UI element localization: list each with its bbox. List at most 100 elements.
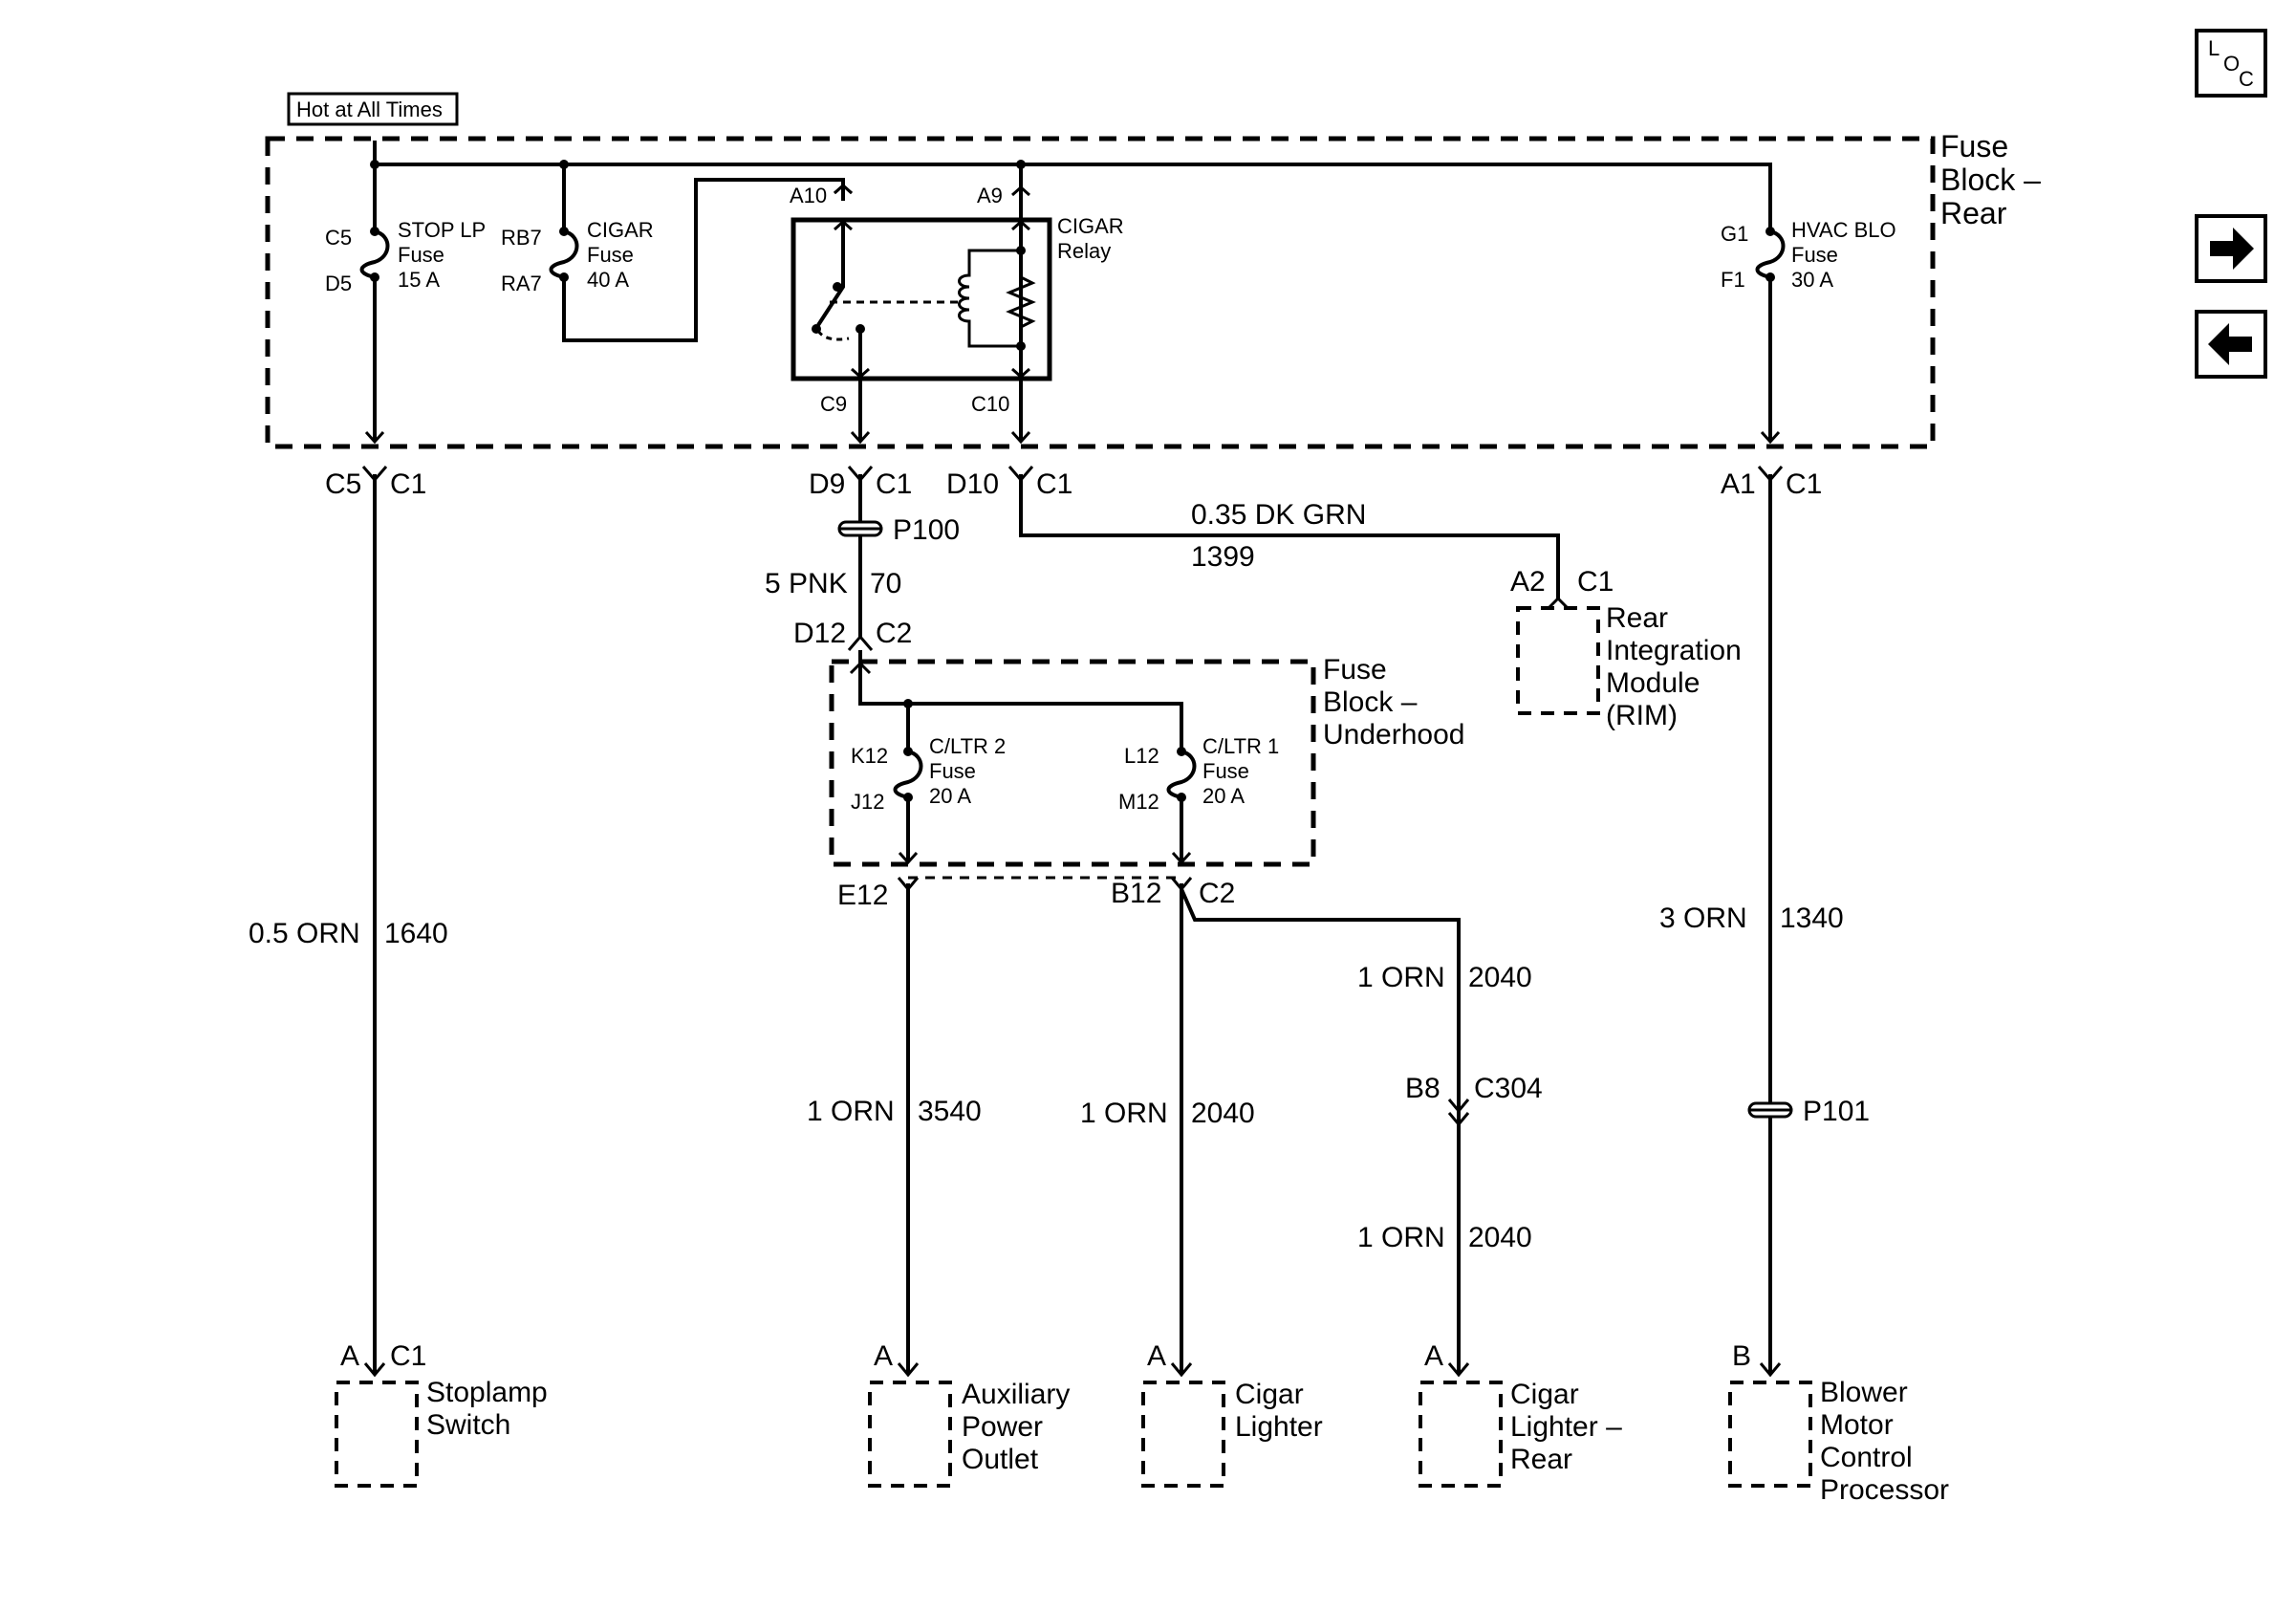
fuse-block-rear-title-1: Fuse [1940,129,2008,163]
hvac-fuse-wire [1755,229,1786,442]
cigar-fuse-rating: 40 A [587,268,629,292]
relay-type: Relay [1057,239,1111,263]
relay-name: CIGAR [1057,214,1124,238]
wire-2040a-circuit: 2040 [1191,1098,1255,1129]
cigar-fuse-wire [549,164,845,342]
relay-pin-a9: A9 [977,184,1003,207]
cltr1-type: Fuse [1202,759,1249,783]
blower-pin: B [1732,1340,1751,1372]
cltr1-out: M12 [1118,790,1159,814]
fuse-block-rear-title-2: Block – [1940,163,2041,197]
hvac-fuse-in: G1 [1721,222,1748,246]
bus-bar [373,141,1772,231]
cigar-rear-line1: Cigar [1510,1379,1579,1410]
conn-d12: D12 [793,618,846,649]
fuse-block-underhood-outline [829,659,1316,867]
hvac-fuse-rating: 30 A [1791,268,1833,292]
fuse-block-underhood-title-1: Fuse [1323,654,1387,685]
conn-c304: C304 [1474,1073,1543,1104]
cigar-rear-pin: A [1424,1340,1443,1372]
splice-p101-label: P101 [1803,1096,1870,1127]
arrow-right-icon[interactable] [2195,214,2267,283]
rim-box [1516,606,1600,715]
wire-1340-color: 3 ORN [1659,903,1747,934]
relay-pin-c10: C10 [971,392,1009,416]
wire-70-circuit: 70 [870,568,901,599]
wire-2040b-circuit: 2040 [1468,962,1532,993]
fuse-block-underhood-title-3: Underhood [1323,719,1464,751]
splice-p100-label: P100 [893,514,960,546]
cigar-line2: Lighter [1235,1411,1323,1443]
cigar-lighter: A Cigar Lighter [1141,1340,1323,1488]
stop-fuse-out: D5 [325,272,352,295]
loc-icon[interactable]: L O C [2195,29,2267,98]
conn-d9: D9 [809,468,845,500]
hot-label: Hot at All Times [296,98,443,121]
stop-fuse-rating: 15 A [398,268,440,292]
conn-b12: B12 [1111,878,1161,909]
cltr2-name: C/LTR 2 [929,734,1006,758]
cigar-line1: Cigar [1235,1379,1304,1410]
relay-pin-c9: C9 [820,392,847,416]
rim-line1: Rear [1606,602,1668,634]
cigar-rear-line2: Lighter – [1510,1411,1622,1443]
stoplamp-line1: Stoplamp [426,1377,548,1408]
rim-line2: Integration [1606,635,1742,666]
fuse-block-underhood-title-2: Block – [1323,686,1418,718]
cigar-fuse-name: CIGAR [587,218,654,242]
wire-1399 [1019,474,1560,600]
aux-line1: Auxiliary [962,1379,1070,1410]
cigar-fuse-type: Fuse [587,243,634,267]
wire-1640-color: 0.5 ORN [249,918,360,949]
cltr1-name: C/LTR 1 [1202,734,1279,758]
cltr2-rating: 20 A [929,784,971,808]
wire-2040b-color: 1 ORN [1357,962,1445,993]
conn-a2: A2 [1510,566,1546,598]
blower-line3: Control [1820,1442,1913,1473]
wire-3540-color: 1 ORN [807,1096,895,1127]
stop-fuse-arrow [364,430,385,445]
conn-b12-c2: C2 [1199,878,1235,909]
cltr2-fuse-wire [893,704,923,862]
cltr1-fuse-wire [1166,750,1197,862]
svg-text:O: O [2223,52,2240,76]
blower-motor-control-processor: B Blower Motor Control Processor [1728,1340,1949,1506]
underhood-bus [858,650,1183,751]
cltr2-type: Fuse [929,759,976,783]
conn-a1: A1 [1721,468,1756,500]
stoplamp-switch: A C1 Stoplamp Switch [335,1340,548,1488]
conn-b8: B8 [1405,1073,1440,1104]
fuse-block-rear-outline [265,136,1936,449]
wire-1640-circuit: 1640 [384,918,448,949]
cigar-rear-line3: Rear [1510,1444,1572,1475]
stop-fuse-wire [359,164,390,442]
aux-line2: Power [962,1411,1043,1443]
wire-1340-circuit: 1340 [1780,903,1844,934]
stop-fuse-name: STOP LP [398,218,486,242]
stoplamp-pin: A [340,1340,359,1372]
stop-fuse-in: C5 [325,226,352,250]
cltr1-in: L12 [1124,744,1159,768]
hvac-fuse-out: F1 [1721,268,1745,292]
rim-line4: (RIM) [1606,700,1678,731]
blower-line2: Motor [1820,1409,1894,1441]
cigar-pin: A [1147,1340,1166,1372]
conn-d10: D10 [946,468,999,500]
cigar-fuse-in: RB7 [501,226,542,250]
hot-label-box [287,92,459,126]
rim-line3: Module [1606,667,1700,699]
cigar-lighter-rear: A Cigar Lighter – Rear [1419,1340,1622,1488]
hvac-fuse-type: Fuse [1791,243,1838,267]
wire-1399-color: 0.35 DK GRN [1191,499,1366,531]
blower-line4: Processor [1820,1474,1949,1506]
cltr1-rating: 20 A [1202,784,1245,808]
wire-70-color: 5 PNK [765,568,848,599]
wire-2040-rear [1180,888,1461,1375]
wire-2040c-color: 1 ORN [1357,1222,1445,1253]
wire-2040a-color: 1 ORN [1080,1098,1168,1129]
relay-pin-a10: A10 [790,184,827,207]
arrow-left-icon[interactable] [2195,310,2267,379]
conn-c5-c1: C1 [390,468,426,500]
conn-d9-c1: C1 [876,468,912,500]
